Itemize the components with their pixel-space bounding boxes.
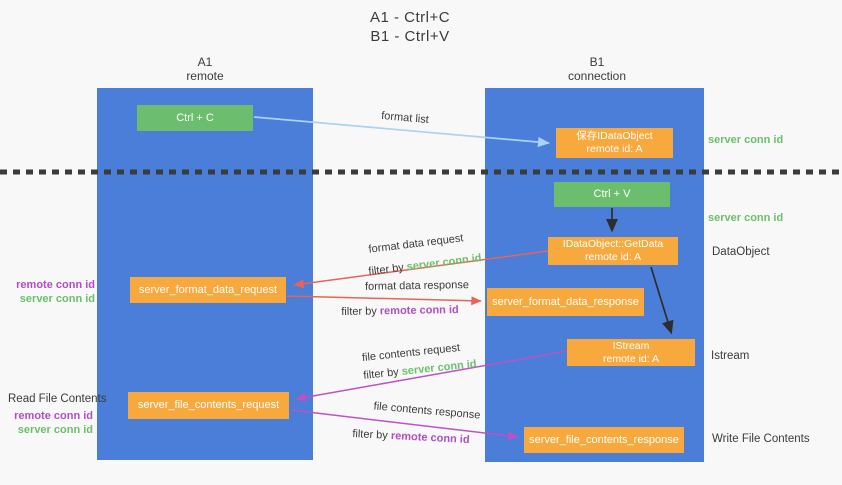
node-file-request: server_file_contents_request xyxy=(128,392,289,419)
annotation-dataobject: DataObject xyxy=(712,246,770,258)
remote-conn-id-text: remote conn id xyxy=(379,303,459,318)
node-ctrl-c: Ctrl + C xyxy=(137,105,253,131)
node-save-dataobject: 保存IDataObject remote id: A xyxy=(556,128,673,158)
annotation-server-conn-id-top: server conn id xyxy=(708,134,784,146)
node-format-response: server_format_data_response xyxy=(487,288,644,316)
node-getdata-line2: remote id: A xyxy=(584,251,642,263)
file-contents-response-arrow xyxy=(290,409,519,441)
getdata-to-istream-arrow xyxy=(650,266,674,335)
node-istream: IStream remote id: A xyxy=(567,339,695,366)
format-data-request-arrow xyxy=(293,250,549,289)
node-file-response-label: server_file_contents_response xyxy=(529,433,679,446)
annotation-server-conn-id-mid: server conn id xyxy=(708,212,784,224)
label-format-data-response: format data response xyxy=(364,279,470,293)
format-list-arrow xyxy=(253,116,550,148)
title-line-1: A1 - Ctrl+C xyxy=(369,9,451,26)
lane-b1-title: B1 xyxy=(589,55,605,69)
lane-header-a1: A1 remote xyxy=(145,55,265,83)
lane-header-b1: B1 connection xyxy=(537,55,657,83)
node-file-response: server_file_contents_response xyxy=(524,427,684,453)
lane-a1-title: A1 xyxy=(197,55,213,69)
annotation-istream: Istream xyxy=(711,350,750,362)
lane-b1-subtitle: connection xyxy=(567,69,627,83)
node-ctrl-v-label: Ctrl + V xyxy=(593,188,631,200)
lane-a1-subtitle: remote xyxy=(186,69,224,83)
annotation-write-file-contents: Write File Contents xyxy=(712,433,810,445)
node-istream-line2: remote id: A xyxy=(602,352,660,365)
format-data-response-arrow xyxy=(286,295,482,306)
label-filter-by-remote-1: filter by remote conn id xyxy=(341,304,459,318)
annotation-server-conn-id-1: server conn id xyxy=(19,293,95,305)
node-getdata: IDataObject::GetData remote id: A xyxy=(548,237,678,265)
node-ctrl-v: Ctrl + V xyxy=(554,182,670,207)
node-format-request: server_format_data_request xyxy=(130,277,286,303)
node-save-dataobject-line2: remote id: A xyxy=(586,143,643,155)
title-line-2: B1 - Ctrl+V xyxy=(370,28,450,45)
annotation-remote-conn-id-2: remote conn id xyxy=(14,410,93,422)
node-format-response-label: server_format_data_response xyxy=(492,295,639,308)
annotation-remote-conn-id-1: remote conn id xyxy=(16,279,95,291)
node-ctrl-c-label: Ctrl + C xyxy=(176,111,214,124)
node-save-dataobject-line1: 保存IDataObject xyxy=(576,130,653,142)
node-istream-line1: IStream xyxy=(612,339,650,352)
diagram-title: A1 - Ctrl+C B1 - Ctrl+V xyxy=(300,8,520,46)
file-contents-request-arrow xyxy=(295,350,568,402)
annotation-server-conn-id-2: server conn id xyxy=(17,424,93,436)
annotation-read-file-contents: Read File Contents xyxy=(8,393,107,405)
node-file-request-label: server_file_contents_request xyxy=(137,399,280,411)
filter-by-text: filter by xyxy=(352,427,389,442)
node-format-request-label: server_format_data_request xyxy=(138,283,278,296)
filter-by-text: filter by xyxy=(341,305,377,319)
node-getdata-line1: IDataObject::GetData xyxy=(562,238,664,250)
